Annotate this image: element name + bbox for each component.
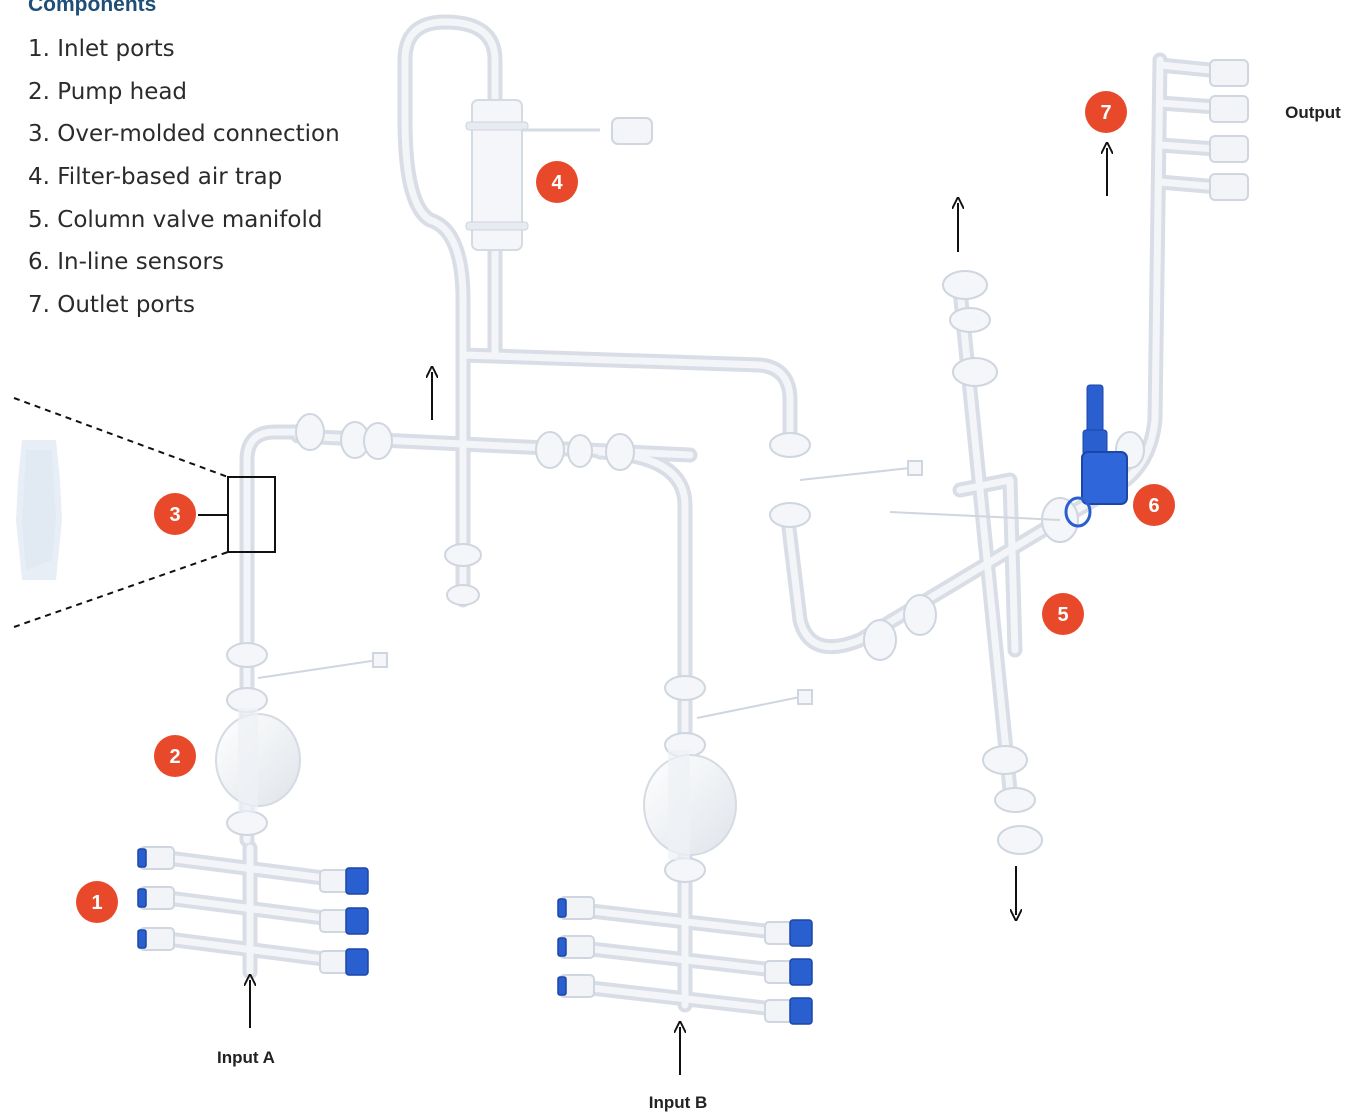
outlet-connectors	[1209, 59, 1249, 201]
legend-title: Components	[28, 0, 157, 16]
tri-clamp-connectors	[226, 270, 1145, 883]
svg-text:3: 3	[169, 504, 180, 526]
badge-2: 2	[154, 735, 196, 777]
pump-head-a	[215, 708, 301, 812]
legend-item-column-valve-manifold: 5. Column valve manifold	[28, 206, 323, 233]
legend-item-over-molded-connection: 3. Over-molded connection	[28, 121, 340, 148]
input-a-label: Input A	[217, 1048, 275, 1067]
inline-sensor	[1064, 384, 1128, 528]
input-b-label: Input B	[649, 1093, 708, 1112]
air-trap-filter	[465, 99, 653, 251]
inlet-connectors	[137, 846, 813, 1025]
over-molded-inset	[13, 397, 276, 628]
output-label: Output	[1285, 103, 1341, 122]
badge-3: 3	[154, 493, 196, 535]
pump-head-b	[643, 750, 737, 860]
badge-1: 1	[76, 881, 118, 923]
component-badges: 1 2 3 4 5 6 7	[76, 91, 1175, 923]
badge-6: 6	[1133, 484, 1175, 526]
legend-item-filter-air-trap: 4. Filter-based air trap	[28, 164, 283, 191]
svg-text:6: 6	[1148, 495, 1159, 517]
legend-item-outlet-ports: 7. Outlet ports	[28, 292, 195, 319]
sensor-leads	[257, 460, 1061, 719]
svg-text:4: 4	[551, 172, 563, 194]
svg-text:2: 2	[169, 746, 180, 768]
legend-item-pump-head: 2. Pump head	[28, 78, 188, 105]
svg-text:5: 5	[1057, 604, 1068, 626]
legend-item-inline-sensors: 6. In-line sensors	[28, 249, 224, 276]
legend-item-inlet-ports: 1. Inlet ports	[28, 36, 175, 62]
legend-list: 1. Inlet ports 2. Pump head 3. Over-mold…	[28, 28, 340, 327]
badge-7: 7	[1085, 91, 1127, 133]
badge-4: 4	[536, 161, 578, 203]
badge-5: 5	[1042, 593, 1084, 635]
svg-text:1: 1	[91, 892, 102, 914]
svg-text:7: 7	[1100, 102, 1111, 124]
flow-arrows	[250, 148, 1107, 1075]
components-legend: Components 1. Inlet ports 2. Pump head 3…	[28, 0, 340, 327]
